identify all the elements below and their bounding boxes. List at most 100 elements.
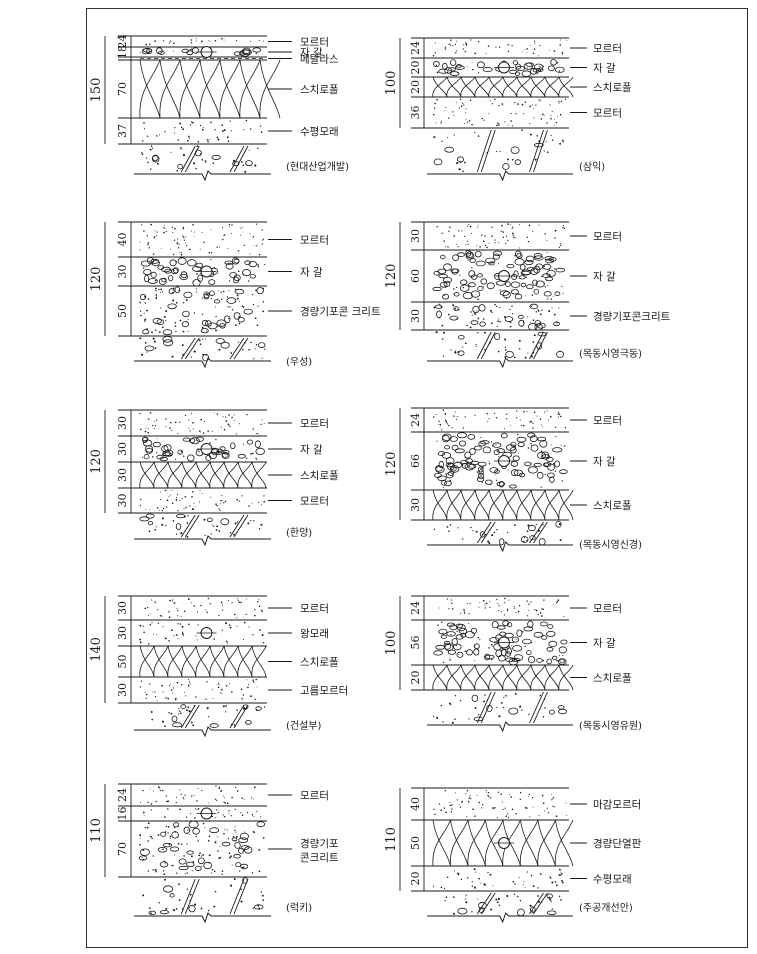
dot-mark [228, 226, 230, 228]
pebble-mark [546, 910, 557, 915]
layer-concrete [433, 303, 560, 331]
dot-mark [190, 721, 193, 724]
dot-mark [241, 866, 243, 869]
foam-stroke [251, 461, 267, 489]
foam-stroke [239, 59, 261, 119]
foam-stroke [516, 489, 532, 521]
pebble-mark [467, 282, 476, 288]
dot-mark [541, 309, 543, 311]
pebble-mark [187, 454, 195, 462]
dot-mark [463, 609, 465, 611]
dot-mark [559, 142, 562, 145]
pebble-mark [559, 469, 568, 475]
dot-mark [484, 349, 486, 351]
dot-mark [532, 319, 535, 322]
pebble-mark [186, 861, 195, 868]
dot-mark [158, 509, 160, 511]
pebble-mark [537, 451, 546, 459]
foam-stroke [195, 645, 211, 678]
pebble-mark [482, 446, 492, 454]
dot-mark [172, 909, 176, 912]
dot-mark [147, 614, 149, 617]
pebble-mark [508, 707, 519, 715]
pebble-mark [163, 885, 174, 893]
pebble-mark [472, 305, 480, 314]
foam-stroke [474, 76, 490, 98]
dot-mark [215, 817, 217, 819]
pebble-mark [456, 156, 464, 163]
dot-mark [261, 611, 263, 613]
dot-mark [168, 712, 170, 714]
dot-mark [475, 871, 477, 873]
pebble-mark [477, 285, 484, 291]
pebble-mark [520, 536, 529, 543]
dot-mark [539, 694, 542, 697]
dot-mark [216, 525, 219, 528]
pebble-mark [439, 281, 448, 288]
dot-mark [250, 453, 252, 455]
dot-mark [179, 499, 181, 502]
dot-mark [490, 908, 493, 911]
layer-thickness: 30 [116, 683, 129, 697]
dot-mark [140, 802, 141, 803]
dot-mark [238, 601, 240, 603]
dot-mark [196, 263, 198, 265]
dot-mark [234, 829, 236, 832]
layer-label: 스치로폴 [300, 470, 339, 482]
dot-mark [162, 870, 165, 872]
pebble-mark [470, 627, 478, 634]
dot-mark [515, 113, 517, 115]
section-caption: (럭키) [286, 902, 312, 914]
rebar-mark [533, 129, 548, 173]
dot-mark [526, 51, 528, 53]
dot-mark [491, 311, 493, 314]
dot-mark [212, 524, 214, 526]
dot-mark [503, 428, 506, 430]
dot-mark [476, 794, 478, 796]
dot-mark [535, 70, 538, 72]
dot-mark [243, 694, 245, 696]
pebble-mark [466, 649, 473, 656]
dot-mark [500, 702, 503, 704]
dot-mark [168, 640, 170, 642]
dot-mark [167, 832, 169, 834]
pebble-mark [243, 308, 253, 315]
dot-mark [525, 295, 527, 297]
dot-mark [184, 794, 186, 796]
dot-mark [463, 612, 466, 614]
dot-mark [543, 599, 545, 601]
dot-mark [496, 283, 498, 285]
layer-thickness: 30 [409, 309, 422, 323]
pebble-mark [500, 432, 508, 439]
pebble-mark [255, 706, 262, 711]
dot-mark [487, 871, 489, 874]
dot-mark [466, 877, 469, 879]
pebble-mark [143, 268, 152, 276]
dot-mark [513, 524, 516, 527]
dot-mark [458, 107, 460, 109]
dot-mark [487, 795, 490, 797]
dot-mark [551, 908, 553, 910]
pebble-mark [505, 350, 515, 358]
dot-mark [203, 241, 205, 243]
layer-thickness: 30 [116, 416, 129, 430]
dot-mark [454, 43, 457, 46]
dot-mark [529, 815, 531, 817]
dot-mark [497, 320, 499, 322]
dot-mark [432, 55, 435, 57]
pebble-mark [537, 436, 547, 442]
dot-mark [244, 831, 246, 833]
dot-mark [454, 718, 456, 720]
dot-mark [261, 357, 263, 359]
dot-mark [206, 612, 208, 614]
section-caption: (우성) [286, 356, 312, 368]
dot-mark [222, 290, 225, 293]
dot-mark [551, 111, 553, 113]
foam-stroke [251, 645, 267, 678]
dot-mark [512, 880, 515, 883]
dot-mark [251, 502, 253, 504]
dot-mark [481, 807, 483, 809]
dot-mark [202, 854, 204, 856]
dot-mark [508, 793, 510, 795]
pebble-mark [231, 837, 238, 842]
